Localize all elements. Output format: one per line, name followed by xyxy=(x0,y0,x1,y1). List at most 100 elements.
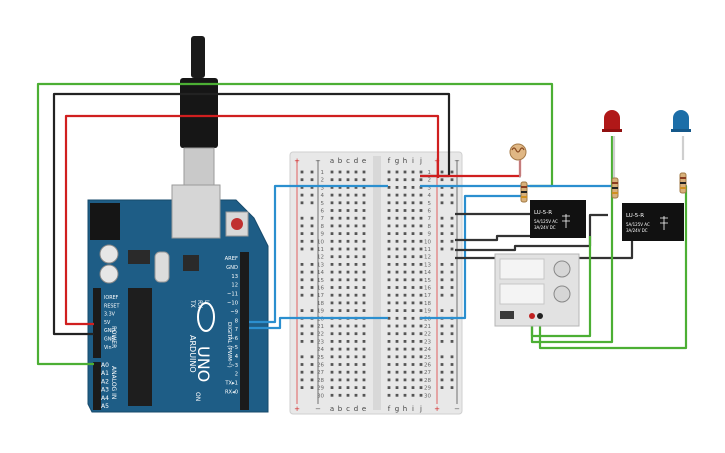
breadboard-hole[interactable] xyxy=(346,186,350,189)
rail-hole[interactable] xyxy=(450,340,454,343)
breadboard-hole[interactable] xyxy=(354,278,358,282)
breadboard-hole[interactable] xyxy=(387,386,391,389)
breadboard-hole[interactable] xyxy=(330,309,334,312)
rail-hole[interactable] xyxy=(300,232,304,235)
relay-1[interactable]: LU-5-R 5A/125V AC 3A/24V DC xyxy=(530,200,586,238)
breadboard-hole[interactable] xyxy=(395,324,399,328)
rail-hole[interactable] xyxy=(450,263,454,266)
breadboard-hole[interactable] xyxy=(338,355,342,359)
breadboard-hole[interactable] xyxy=(411,324,415,328)
breadboard-hole[interactable] xyxy=(387,332,391,336)
breadboard-hole[interactable] xyxy=(346,216,350,220)
breadboard-hole[interactable] xyxy=(403,370,407,374)
power-supply-switch[interactable] xyxy=(500,311,514,319)
breadboard-hole[interactable] xyxy=(403,301,407,305)
breadboard-hole[interactable] xyxy=(362,278,366,282)
breadboard-hole[interactable] xyxy=(346,232,350,235)
breadboard-hole[interactable] xyxy=(330,263,334,266)
breadboard-hole[interactable] xyxy=(362,232,366,235)
breadboard-hole[interactable] xyxy=(403,239,407,243)
breadboard-hole[interactable] xyxy=(346,332,350,336)
breadboard-hole[interactable] xyxy=(411,186,415,189)
breadboard-hole[interactable] xyxy=(346,293,350,297)
breadboard-hole[interactable] xyxy=(419,186,423,189)
breadboard-hole[interactable] xyxy=(411,239,415,243)
rail-hole[interactable] xyxy=(300,293,304,297)
breadboard-hole[interactable] xyxy=(338,247,342,251)
breadboard-hole[interactable] xyxy=(403,378,407,382)
rail-hole[interactable] xyxy=(310,193,314,197)
breadboard-hole[interactable] xyxy=(395,386,399,389)
breadboard-hole[interactable] xyxy=(362,224,366,228)
breadboard-hole[interactable] xyxy=(338,186,342,189)
rail-hole[interactable] xyxy=(310,263,314,266)
breadboard-hole[interactable] xyxy=(338,378,342,382)
breadboard-hole[interactable] xyxy=(403,347,407,351)
rail-hole[interactable] xyxy=(310,224,314,228)
breadboard-hole[interactable] xyxy=(403,286,407,289)
breadboard-hole[interactable] xyxy=(362,378,366,382)
breadboard-hole[interactable] xyxy=(403,178,407,182)
breadboard-hole[interactable] xyxy=(354,170,358,174)
breadboard-hole[interactable] xyxy=(354,332,358,336)
rail-hole[interactable] xyxy=(440,340,444,343)
breadboard-hole[interactable] xyxy=(330,301,334,305)
breadboard-hole[interactable] xyxy=(403,224,407,228)
breadboard-hole[interactable] xyxy=(338,363,342,366)
breadboard-hole[interactable] xyxy=(403,186,407,189)
resistor-led2[interactable] xyxy=(679,172,687,194)
breadboard-hole[interactable] xyxy=(362,239,366,243)
rail-hole[interactable] xyxy=(450,247,454,251)
breadboard-hole[interactable] xyxy=(330,386,334,389)
rail-hole[interactable] xyxy=(300,193,304,197)
rail-hole[interactable] xyxy=(310,170,314,174)
breadboard-hole[interactable] xyxy=(419,193,423,197)
breadboard-hole[interactable] xyxy=(411,232,415,235)
breadboard-hole[interactable] xyxy=(395,378,399,382)
breadboard-hole[interactable] xyxy=(362,293,366,297)
breadboard-hole[interactable] xyxy=(419,232,423,235)
breadboard-hole[interactable] xyxy=(403,201,407,205)
breadboard-hole[interactable] xyxy=(330,170,334,174)
breadboard-hole[interactable] xyxy=(411,286,415,289)
breadboard-hole[interactable] xyxy=(387,363,391,366)
rail-hole[interactable] xyxy=(300,224,304,228)
breadboard-hole[interactable] xyxy=(387,170,391,174)
breadboard-hole[interactable] xyxy=(338,193,342,197)
breadboard-hole[interactable] xyxy=(354,178,358,182)
breadboard-hole[interactable] xyxy=(395,309,399,312)
rail-hole[interactable] xyxy=(450,309,454,312)
breadboard-hole[interactable] xyxy=(346,278,350,282)
rail-hole[interactable] xyxy=(440,378,444,382)
breadboard-hole[interactable] xyxy=(395,178,399,182)
breadboard-hole[interactable] xyxy=(419,170,423,174)
breadboard-hole[interactable] xyxy=(395,170,399,174)
breadboard-hole[interactable] xyxy=(419,309,423,312)
rail-hole[interactable] xyxy=(450,355,454,359)
breadboard-hole[interactable] xyxy=(362,332,366,336)
rail-hole[interactable] xyxy=(440,239,444,243)
rail-hole[interactable] xyxy=(440,247,444,251)
breadboard-hole[interactable] xyxy=(338,340,342,343)
breadboard-hole[interactable] xyxy=(330,355,334,359)
rail-hole[interactable] xyxy=(310,332,314,336)
breadboard-hole[interactable] xyxy=(354,186,358,189)
usb-port[interactable] xyxy=(171,184,221,239)
breadboard-hole[interactable] xyxy=(330,363,334,366)
breadboard-hole[interactable] xyxy=(354,293,358,297)
breadboard-hole[interactable] xyxy=(419,209,423,212)
breadboard-hole[interactable] xyxy=(330,278,334,282)
breadboard-hole[interactable] xyxy=(354,209,358,212)
breadboard-hole[interactable] xyxy=(354,232,358,235)
breadboard-hole[interactable] xyxy=(395,340,399,343)
breadboard-hole[interactable] xyxy=(395,201,399,205)
breadboard-hole[interactable] xyxy=(338,255,342,259)
breadboard-hole[interactable] xyxy=(330,332,334,336)
breadboard-hole[interactable] xyxy=(411,378,415,382)
rail-hole[interactable] xyxy=(310,363,314,366)
breadboard-hole[interactable] xyxy=(387,186,391,189)
breadboard-hole[interactable] xyxy=(346,270,350,274)
wire-red-5v[interactable] xyxy=(64,114,440,326)
rail-hole[interactable] xyxy=(440,216,444,220)
